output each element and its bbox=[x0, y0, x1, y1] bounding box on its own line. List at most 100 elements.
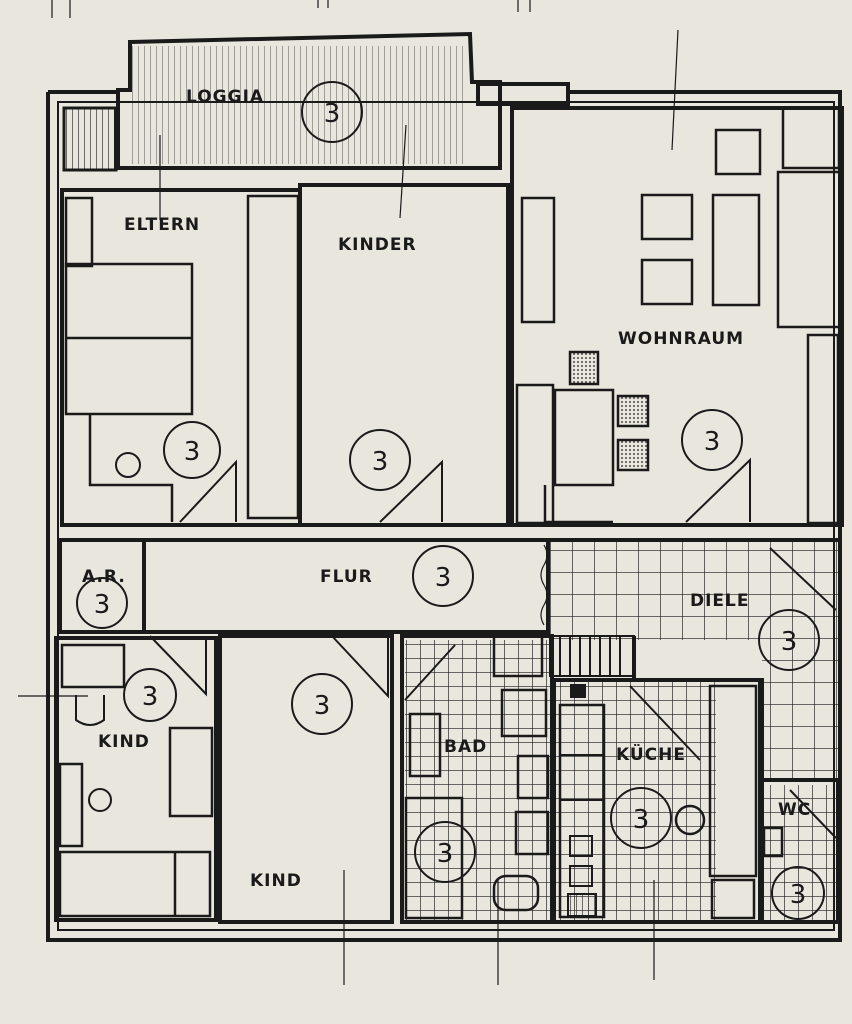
door-kind-left bbox=[149, 635, 207, 697]
room-label-kind-right: KIND bbox=[250, 871, 302, 891]
room-label-kinder: KINDER bbox=[338, 235, 417, 255]
door-kind-right bbox=[331, 635, 389, 699]
chair-right-2 bbox=[616, 438, 650, 472]
room-label-diele: DIELE bbox=[690, 591, 750, 611]
bad-tiles bbox=[405, 640, 550, 922]
room-label-flur: FLUR bbox=[320, 567, 373, 587]
room-mark-kueche: 3 bbox=[610, 787, 672, 849]
loggia-planter bbox=[62, 106, 118, 172]
diele-wall bbox=[546, 538, 838, 632]
diele-tiles bbox=[550, 540, 838, 640]
room-mark-wc: 3 bbox=[771, 866, 825, 920]
kitchen-chair bbox=[674, 804, 706, 836]
svg-text:3: 3 bbox=[184, 437, 201, 467]
door-wohnraum bbox=[685, 457, 751, 523]
wardrobe-eltern bbox=[246, 194, 300, 520]
door-kinder bbox=[379, 459, 443, 523]
sofa-wohnraum bbox=[776, 170, 842, 329]
kitchen-cabinet bbox=[708, 684, 758, 878]
desk-eltern bbox=[64, 196, 94, 268]
kitchen-cabinet-base bbox=[710, 878, 756, 920]
armchair-2 bbox=[640, 258, 694, 306]
coffee-table bbox=[711, 193, 761, 307]
cabinet-wohnraum bbox=[515, 383, 555, 525]
loggia-outline bbox=[116, 31, 502, 170]
lamp-kind-left bbox=[88, 788, 112, 812]
wohnraum-room bbox=[510, 106, 844, 527]
svg-text:3: 3 bbox=[435, 563, 452, 593]
radiator-kueche bbox=[567, 893, 597, 917]
wc-room bbox=[758, 778, 840, 924]
diele-curtain bbox=[540, 544, 548, 626]
door-diele bbox=[769, 547, 837, 611]
wardrobe-kinder bbox=[520, 196, 556, 324]
washbasin bbox=[500, 688, 548, 738]
svg-text:3: 3 bbox=[781, 627, 798, 657]
room-mark-flur: 3 bbox=[412, 545, 474, 607]
svg-text:3: 3 bbox=[94, 590, 111, 620]
chair-right-1 bbox=[616, 394, 650, 428]
svg-text:3: 3 bbox=[790, 880, 807, 910]
shelf-kind-left bbox=[168, 726, 214, 818]
room-mark-eltern: 3 bbox=[163, 421, 221, 479]
chair-top bbox=[568, 350, 600, 386]
wardrobe-diele bbox=[549, 635, 635, 677]
room-mark-diele: 3 bbox=[758, 609, 820, 671]
shower bbox=[404, 796, 464, 920]
bench-wohnraum bbox=[543, 485, 613, 524]
kueche-tiles bbox=[556, 682, 716, 922]
chair-kind-left bbox=[75, 695, 105, 726]
door-wc bbox=[789, 789, 837, 839]
lamp-eltern bbox=[115, 452, 141, 478]
svg-text:3: 3 bbox=[324, 99, 341, 129]
room-mark-loggia: 3 bbox=[301, 81, 363, 143]
desk-kind-left bbox=[60, 643, 126, 689]
door-eltern bbox=[179, 459, 237, 523]
svg-text:3: 3 bbox=[633, 805, 650, 835]
room-label-kind-left: KIND bbox=[98, 732, 150, 752]
diele-tiles-lower bbox=[762, 640, 838, 780]
chair-eltern bbox=[88, 414, 174, 522]
svg-text:3: 3 bbox=[704, 427, 721, 457]
kinder-room bbox=[298, 183, 510, 527]
room-mark-ar: 3 bbox=[76, 577, 128, 629]
side-table bbox=[714, 128, 762, 176]
outer-wall-inner bbox=[57, 101, 835, 931]
svg-text:3: 3 bbox=[142, 682, 159, 712]
dimension-lines bbox=[18, 0, 679, 985]
door-bad bbox=[404, 644, 456, 701]
stove-burner-1 bbox=[569, 835, 593, 857]
room-mark-wohnraum: 3 bbox=[681, 409, 743, 471]
room-mark-kind-left: 3 bbox=[123, 668, 177, 722]
kind-left-room bbox=[54, 636, 218, 922]
svg-text:3: 3 bbox=[437, 839, 454, 869]
bed-kind-left bbox=[58, 850, 212, 918]
kind-right-room bbox=[218, 634, 394, 924]
svg-text:3: 3 bbox=[314, 691, 331, 721]
bad-cabinet-2 bbox=[514, 810, 550, 856]
room-label-kueche: KÜCHE bbox=[616, 743, 686, 765]
room-label-loggia: LOGGIA bbox=[186, 87, 264, 107]
loggia-hatch bbox=[132, 46, 468, 164]
wc-basin bbox=[762, 826, 784, 858]
room-mark-bad: 3 bbox=[414, 821, 476, 883]
sideboard-wohnraum bbox=[806, 333, 840, 525]
stove-burner-2 bbox=[569, 865, 593, 887]
svg-text:3: 3 bbox=[372, 447, 389, 477]
room-label-bad: BAD bbox=[444, 737, 487, 757]
bad-cabinet-1 bbox=[516, 754, 550, 800]
wc-tiles bbox=[762, 785, 838, 922]
room-label-wohnraum: WOHNRAUM bbox=[618, 329, 744, 349]
cabinet-kind-left bbox=[58, 762, 84, 848]
chimney-icon bbox=[570, 684, 586, 698]
shelf-wohnraum bbox=[781, 106, 841, 170]
room-label-eltern: ELTERN bbox=[124, 215, 200, 235]
room-mark-kind-right: 3 bbox=[291, 673, 353, 735]
bathtub bbox=[408, 712, 442, 778]
dining-table bbox=[553, 388, 615, 487]
armchair-1 bbox=[640, 193, 694, 241]
toilet bbox=[492, 874, 540, 912]
room-label-wc: WC bbox=[778, 800, 811, 820]
outer-wall bbox=[46, 90, 842, 942]
